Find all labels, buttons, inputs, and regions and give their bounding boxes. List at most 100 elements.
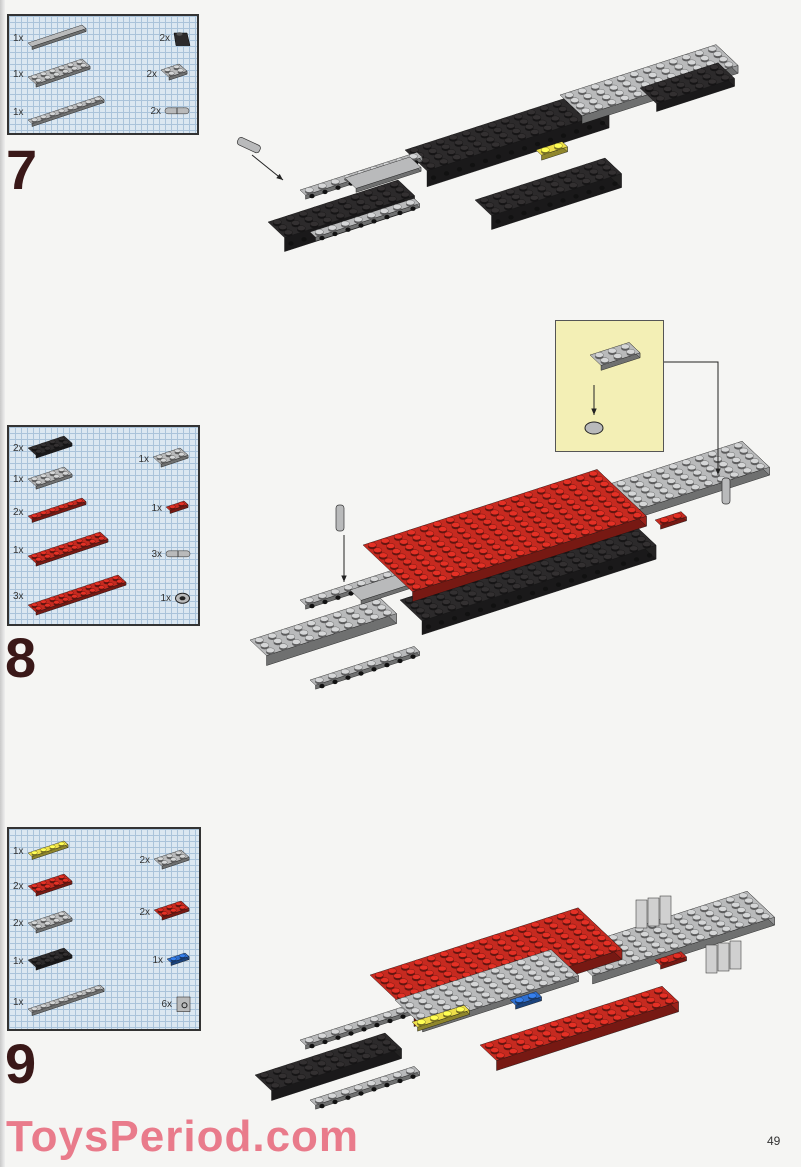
part-item: 3x [151,543,192,565]
part-quantity: 1x [13,33,24,45]
part-item: 6x [161,995,193,1014]
part-quantity: 2x [13,918,24,930]
blue-plate [166,952,190,966]
part-quantity: 2x [13,881,24,893]
part-item: 2x [150,100,191,122]
gray-tile [344,156,422,193]
rear-pin [721,477,731,505]
part-quantity: 1x [13,996,24,1008]
parts-column-left: 2x 1x 2x 1x 3x [13,433,130,620]
part-quantity: 1x [13,474,24,486]
gray-plate-icon [27,910,72,934]
part-quantity: 1x [152,955,163,967]
steering-link-plate [309,1065,420,1110]
yellow-1x4-plate [411,1004,470,1032]
gray-technic [27,985,104,1017]
part-item: 1x [13,22,108,56]
part-item: 2x [13,871,108,902]
steering-link-plate [309,645,420,690]
gray-wing-icon [152,447,189,468]
red-plate-icon [165,500,189,514]
vertical-pin [335,504,345,532]
gray-plate-icon [27,466,72,490]
yellow-slope [535,141,568,161]
gray-plate-icon [27,58,90,88]
red-floor-plates [362,468,647,603]
parts-column-right: 2x 2x 1x 6x [139,835,193,1025]
part-item: 2x [13,433,130,464]
part-quantity: 2x [146,68,157,80]
gray-clipbrick-icon [176,996,191,1012]
page-number: 49 [767,1134,781,1148]
part-item: 1x [13,982,108,1022]
step-8-number: 8 [5,626,37,689]
parts-column-left: 1x 2x 2x 1x 1x [13,835,108,1025]
part-item: 1x [13,56,108,93]
sub-assembly-callout [555,320,664,452]
part-quantity: 1x [151,502,162,514]
chassis-lower-beam [474,157,622,230]
part-item: 2x [13,495,130,529]
red-plate-icon [27,497,86,524]
step-7-insert-arrow [251,154,284,181]
red-plate [27,497,86,524]
clip-brick [635,899,648,929]
part-quantity: 2x [159,32,170,44]
steering-link-plate [309,197,420,242]
part-quantity: 2x [139,906,150,918]
part-quantity: 1x [13,846,24,858]
gray-bush-icon [175,593,190,605]
callout-inner-arrow [591,385,597,415]
part-item: 2x [139,847,193,875]
part-quantity: 1x [13,955,24,967]
clip-brick [705,944,718,974]
chassis-rear-black-plate [639,62,735,112]
black-plate-icon [27,947,72,971]
part-quantity: 3x [13,591,24,603]
front-black-plate [254,1032,402,1101]
yellow-plate-icon [27,840,68,860]
red-plate-icon [27,873,72,897]
page-binding-edge [0,0,5,1167]
part-quantity: 6x [161,998,172,1010]
part-item: 1x [152,950,193,972]
red-plate-icon [27,531,108,567]
watermark: ToysPeriod.com [6,1112,360,1161]
black-plate-icon [27,435,72,459]
step-7-number: 7 [6,138,38,201]
part-quantity: 1x [13,545,24,557]
gray-technic [27,95,104,127]
clip-brick [717,942,730,972]
part-item: 1x [13,945,108,976]
gray-plate [27,58,90,88]
black-plate [27,435,72,459]
gray-pin-icon [164,107,190,115]
step-9-parts-list: 1x 2x 2x 1x 1x 2x 2x 1x 6x [7,827,201,1031]
part-quantity: 1x [138,453,149,465]
part-item: 2x [13,908,108,939]
part-quantity: 1x [13,107,24,119]
part-item: 1x [13,838,108,866]
yellow-plate [27,840,68,860]
part-item: 1x [13,464,130,495]
gray-plate [27,466,72,490]
gray-plate [153,849,190,870]
red-side-plate [479,985,679,1071]
loose-pin [236,137,261,154]
parts-column-right: 2x 2x 2x [146,22,191,129]
part-quantity: 2x [139,855,150,867]
part-item: 1x [13,529,130,572]
red-plate [165,500,189,514]
gray-tile [27,24,86,50]
red-1x2-plate [654,511,687,530]
red-1x2-plate [654,951,687,970]
part-item: 3x [13,572,130,621]
gray-wedge-icon [160,63,188,81]
black-plate [27,947,72,971]
red-plate [153,900,190,921]
red-plate [27,531,108,567]
gray-wedge [160,63,188,81]
part-item: 2x [159,29,191,48]
